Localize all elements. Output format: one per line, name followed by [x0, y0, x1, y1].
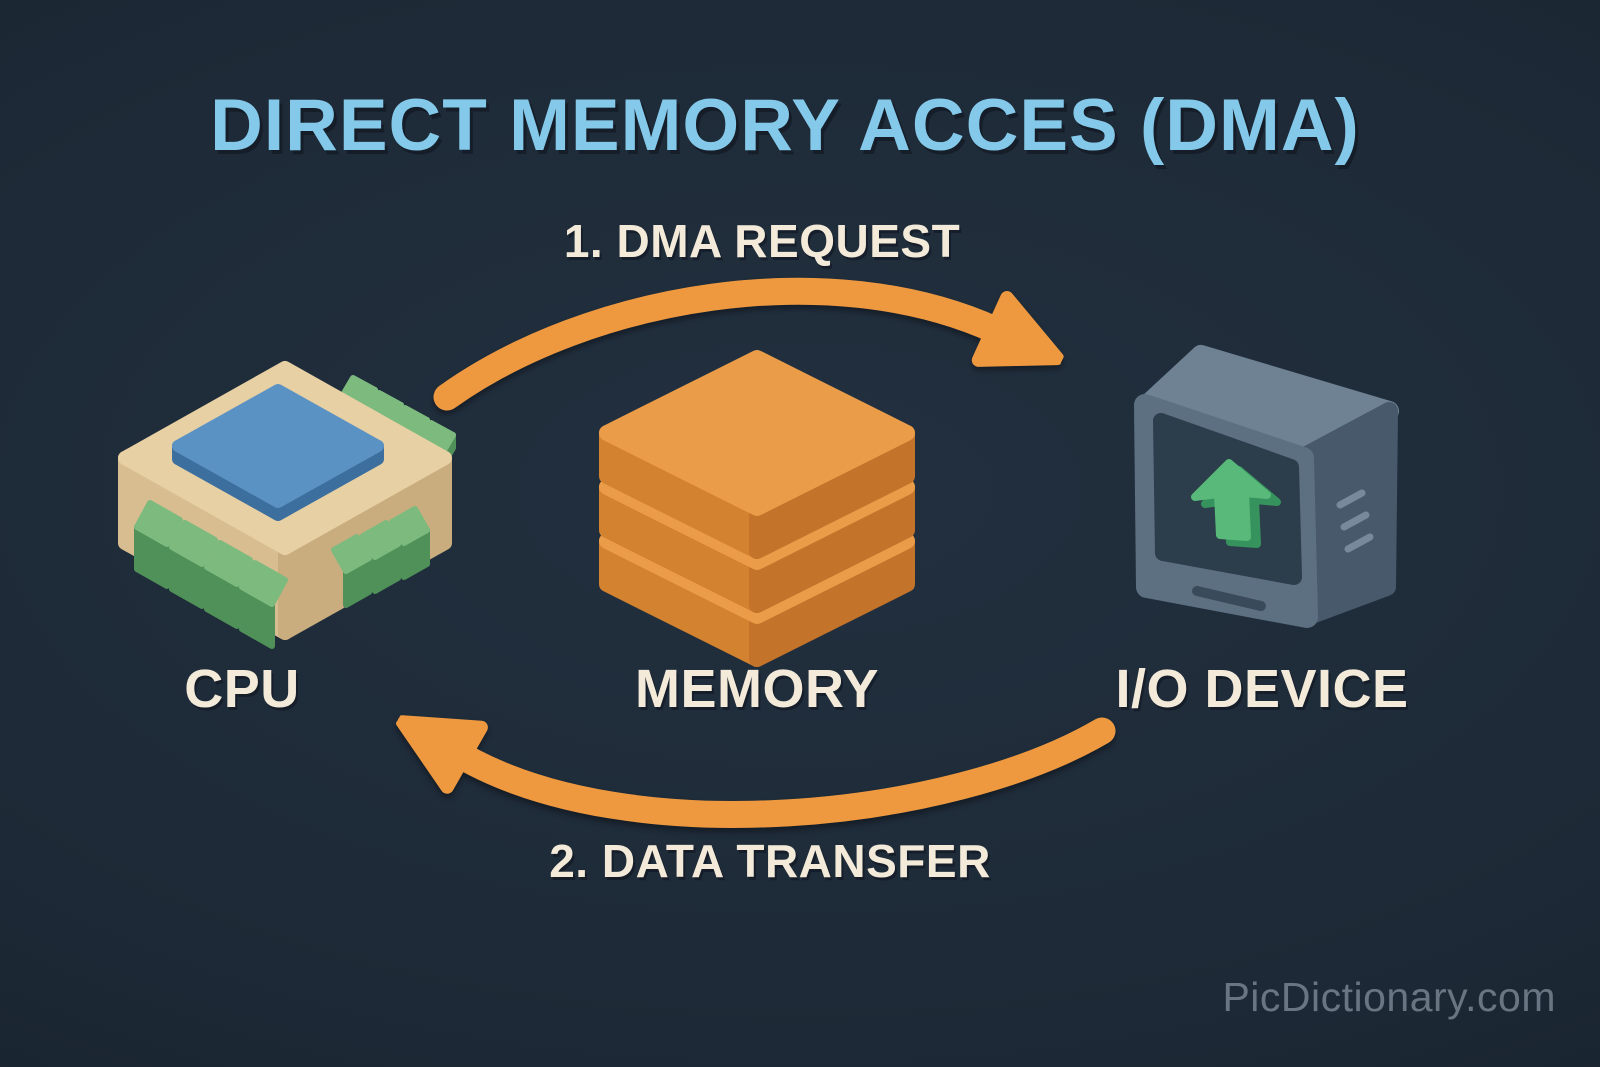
- io-device-slot: [1192, 586, 1266, 611]
- cpu-chip-icon: [118, 361, 456, 649]
- dma-request-arrow: [433, 277, 995, 411]
- cpu-pins-left: [134, 500, 288, 649]
- up-arrow-icon: [1191, 459, 1281, 548]
- cpu-pins-right: [331, 506, 430, 608]
- io-device-label: I/O DEVICE: [1115, 659, 1409, 719]
- io-device-vents: [1336, 489, 1374, 553]
- cpu-label: CPU: [184, 659, 300, 719]
- step-label-data-transfer: 2. DATA TRANSFER: [549, 835, 991, 887]
- io-device-icon: [1134, 345, 1399, 628]
- step-label-dma-request: 1. DMA REQUEST: [563, 215, 961, 267]
- memory-slab-top: [599, 350, 915, 559]
- data-transfer-arrow: [462, 731, 1116, 828]
- watermark: PicDictionary.com: [1222, 974, 1556, 1020]
- cpu-die: [172, 384, 384, 521]
- memory-label: MEMORY: [635, 659, 879, 719]
- page-title: DIRECT MEMORY ACCES (DMA): [210, 85, 1360, 166]
- memory-stack-icon: [599, 350, 915, 667]
